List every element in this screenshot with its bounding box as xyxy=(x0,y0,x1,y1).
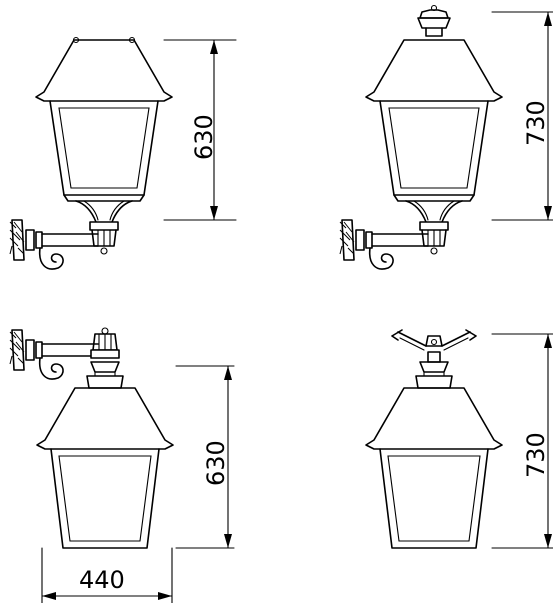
dimension-630-top: 630 xyxy=(163,39,237,221)
view-catenary-suspended: 730 xyxy=(365,329,553,549)
view-wall-suspended: 630 440 xyxy=(9,327,235,603)
dimension-label: 630 xyxy=(190,114,218,160)
dimension-label: 730 xyxy=(522,432,550,478)
dimension-730-bottom: 730 xyxy=(491,333,553,549)
dimension-label: 440 xyxy=(79,566,125,594)
dimension-label: 730 xyxy=(522,100,550,146)
dimension-730-top: 730 xyxy=(491,11,553,221)
view-wall-upright-finial: 730 xyxy=(339,4,553,270)
view-wall-upright: 630 xyxy=(9,36,237,270)
dimension-label: 630 xyxy=(202,440,230,486)
dimension-630-bottom: 630 xyxy=(175,365,235,549)
dimension-440: 440 xyxy=(41,547,173,603)
